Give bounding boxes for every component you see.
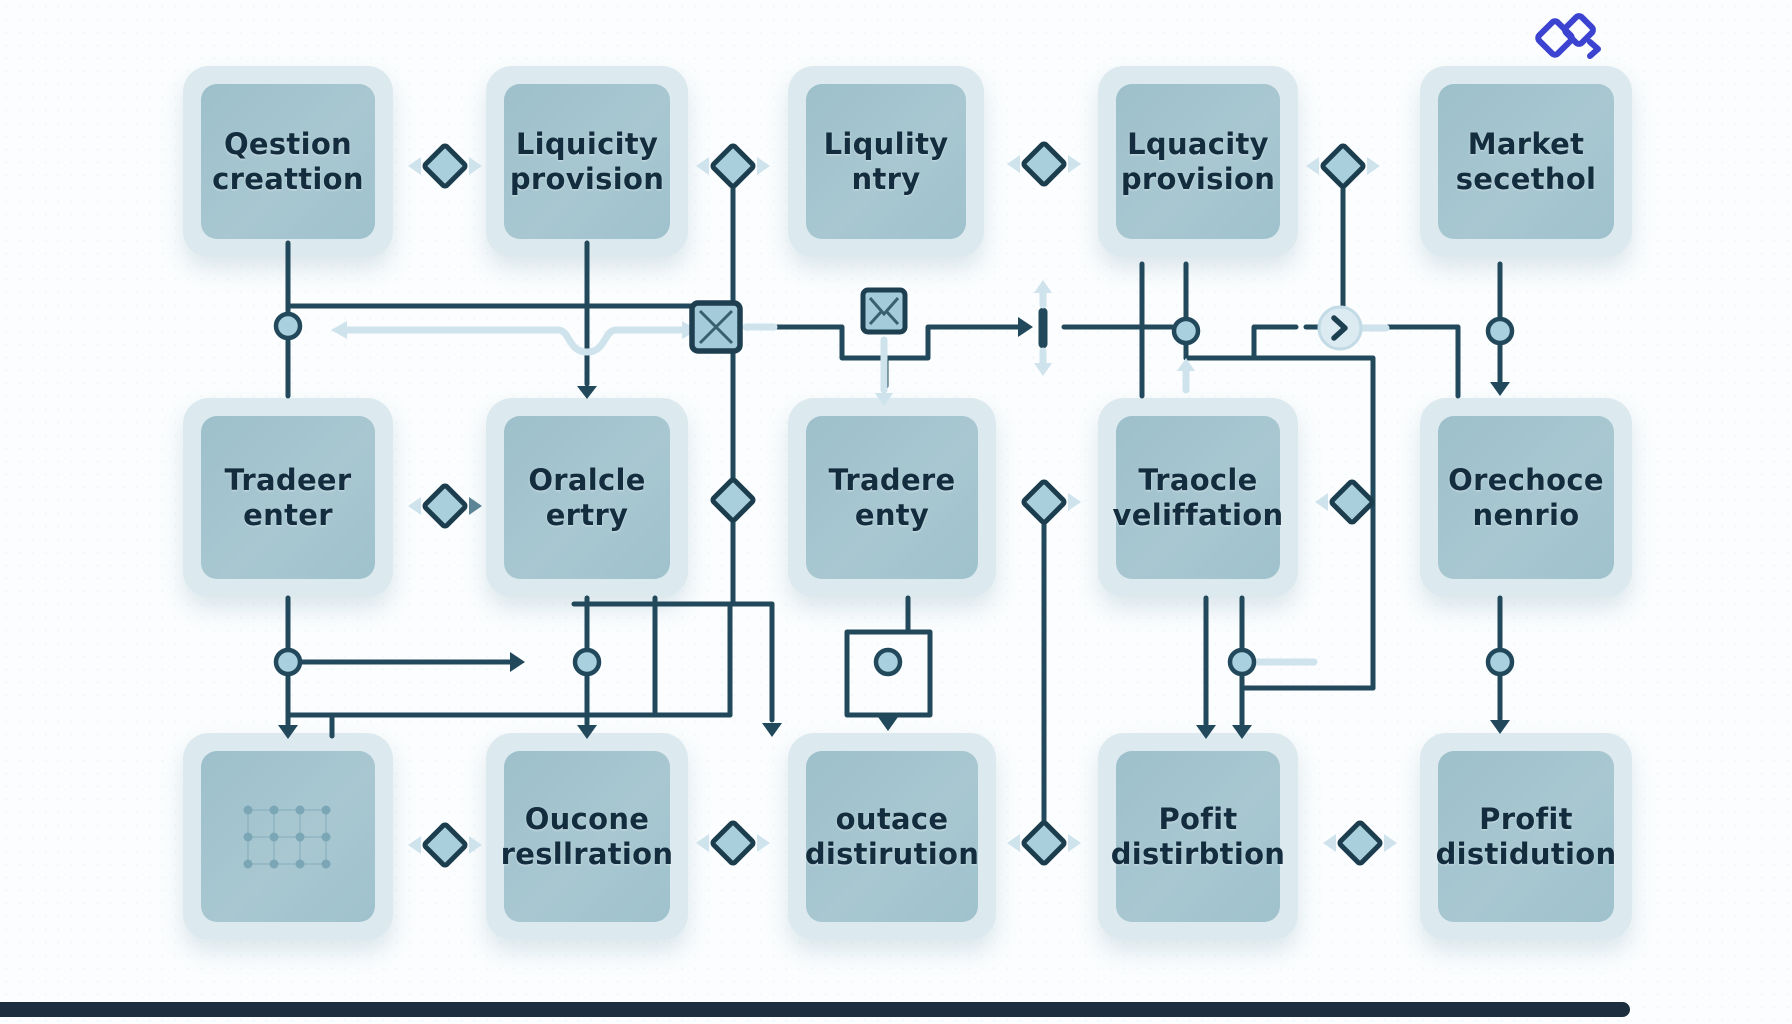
envelope-icon <box>860 287 908 335</box>
decision-diamond <box>696 820 770 866</box>
node-box <box>201 751 375 922</box>
connector-node-circle <box>273 647 303 677</box>
connector-node-circle <box>1485 647 1515 677</box>
dot-grid-icon <box>243 805 331 868</box>
decision-diamond <box>1007 820 1081 866</box>
decision-diamond <box>1021 479 1081 525</box>
decision-diamond <box>408 483 482 529</box>
brand-logo-icon <box>1535 13 1601 59</box>
bottom-bar <box>0 1002 1630 1017</box>
node-dot-grid <box>183 733 393 940</box>
connector-node-circle <box>273 311 303 341</box>
connector-node-circle <box>873 647 903 677</box>
connector-node-circle <box>1227 647 1257 677</box>
decision-diamond <box>1315 479 1375 525</box>
decision-diamond <box>710 477 756 523</box>
connector-node-circle <box>1171 316 1201 346</box>
decision-diamond <box>696 143 770 189</box>
decision-diamond <box>1323 820 1397 866</box>
envelope-icon <box>689 300 743 354</box>
decision-diamond <box>1007 141 1081 187</box>
decision-diamond <box>1306 143 1380 189</box>
decision-diamond <box>408 143 482 189</box>
decision-diamond <box>408 822 482 868</box>
connector-node-circle <box>572 647 602 677</box>
chevron-node-icon <box>1317 305 1363 351</box>
connector-node-circle <box>1485 316 1515 346</box>
light-arrowheads <box>331 280 1195 406</box>
